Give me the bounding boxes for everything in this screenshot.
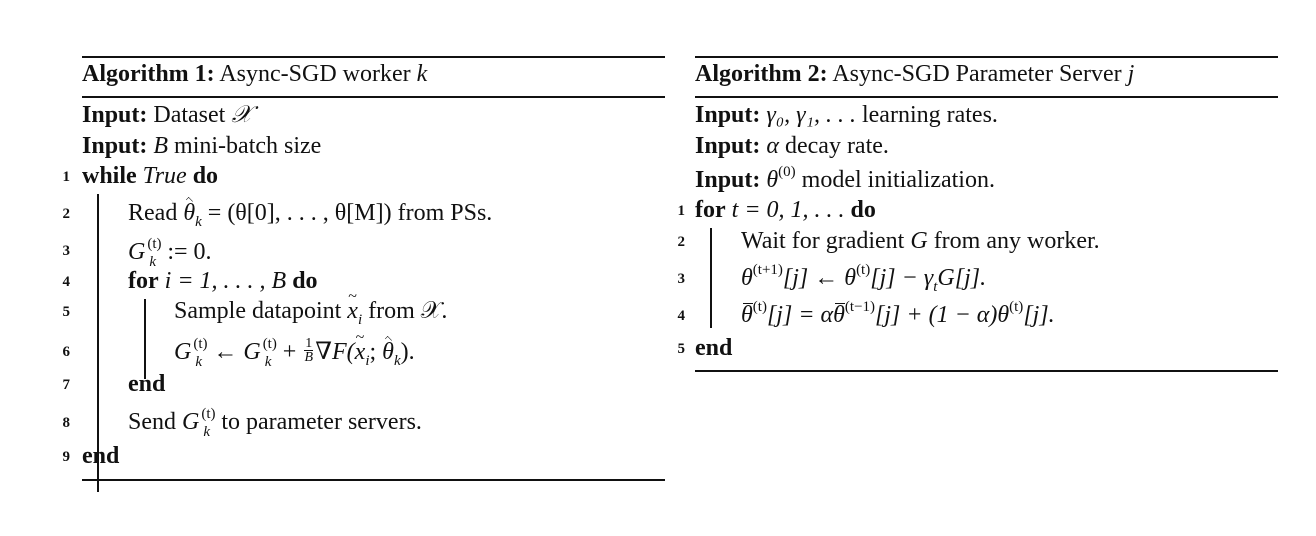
algorithm-1-top-rule bbox=[82, 56, 665, 58]
algorithm-1-end-while-line: end bbox=[82, 443, 120, 469]
line-number: 9 bbox=[62, 449, 71, 465]
algorithm-2-bottom-rule bbox=[695, 370, 1278, 372]
algorithm-2-wait-line: Wait for gradient G from any worker. bbox=[741, 228, 1100, 254]
line-number: 5 bbox=[677, 341, 686, 357]
while-block-bar bbox=[97, 194, 99, 492]
algorithm-2-title-rule bbox=[695, 96, 1278, 98]
algorithm-2-input-init: Input: θ(0) model initialization. bbox=[695, 164, 995, 193]
line-number: 7 bbox=[62, 377, 71, 393]
algorithm-2-input-lr: Input: γ₀, γ₁, . . . learning rates. bbox=[695, 102, 998, 128]
algorithm-1-end-for-line: end bbox=[128, 371, 166, 397]
algorithm-1-title: Algorithm 1: Async-SGD worker k bbox=[82, 61, 428, 87]
algorithm-2-top-rule bbox=[695, 56, 1278, 58]
line-number: 2 bbox=[677, 234, 686, 250]
algorithm-1-update-line: G(t)k ← G(t)k + 1B∇F(xi; θk). bbox=[174, 324, 415, 370]
algorithm-1-init-line: G(t)k := 0. bbox=[128, 236, 212, 270]
algorithm-1: Algorithm 1: Async-SGD worker k Input: D… bbox=[63, 56, 665, 492]
algorithm-2-input-decay: Input: α decay rate. bbox=[695, 133, 889, 159]
line-number: 1 bbox=[677, 203, 686, 219]
algorithm-1-input-dataset: Input: Dataset 𝒳 bbox=[82, 102, 252, 128]
algorithm-1-bottom-rule bbox=[82, 479, 665, 481]
algorithm-2-end-line: end bbox=[695, 335, 733, 361]
algorithm-1-read-line: Read θk = (θ[0], . . . , θ[M]) from PSs. bbox=[128, 200, 493, 230]
line-number: 4 bbox=[62, 274, 71, 290]
algorithm-1-send-line: Send G(t)k to parameter servers. bbox=[128, 406, 422, 440]
algorithm-2-title: Algorithm 2: Async-SGD Parameter Server … bbox=[695, 61, 1135, 87]
line-number: 4 bbox=[677, 308, 686, 324]
line-number: 1 bbox=[62, 169, 71, 185]
line-number: 6 bbox=[62, 344, 71, 360]
line-number: 3 bbox=[62, 243, 71, 259]
algorithm-1-while-line: while True do bbox=[82, 163, 219, 189]
algorithm-1-input-batch: Input: B mini-batch size bbox=[82, 133, 322, 159]
algorithm-2-theta-update-line: θ(t+1)[j] ← θ(t)[j] − γtG[j]. bbox=[741, 262, 987, 295]
line-number: 3 bbox=[677, 271, 686, 287]
for-block-bar bbox=[710, 228, 712, 328]
for-block-bar bbox=[144, 299, 146, 379]
algorithm-2: Algorithm 2: Async-SGD Parameter Server … bbox=[678, 56, 1278, 376]
line-number: 2 bbox=[62, 206, 71, 222]
algorithm-2-for-line: for t = 0, 1, . . . do bbox=[695, 197, 876, 223]
algorithm-1-title-rule bbox=[82, 96, 665, 98]
algorithm-1-for-line: for i = 1, . . . , B do bbox=[128, 268, 318, 294]
algorithm-2-average-line: θ(t)[j] = αθ(t−1)[j] + (1 − α)θ(t)[j]. bbox=[741, 299, 1055, 328]
algorithm-1-sample-line: Sample datapoint xi from 𝒳. bbox=[174, 283, 447, 328]
line-number: 5 bbox=[62, 304, 71, 320]
line-number: 8 bbox=[62, 415, 71, 431]
